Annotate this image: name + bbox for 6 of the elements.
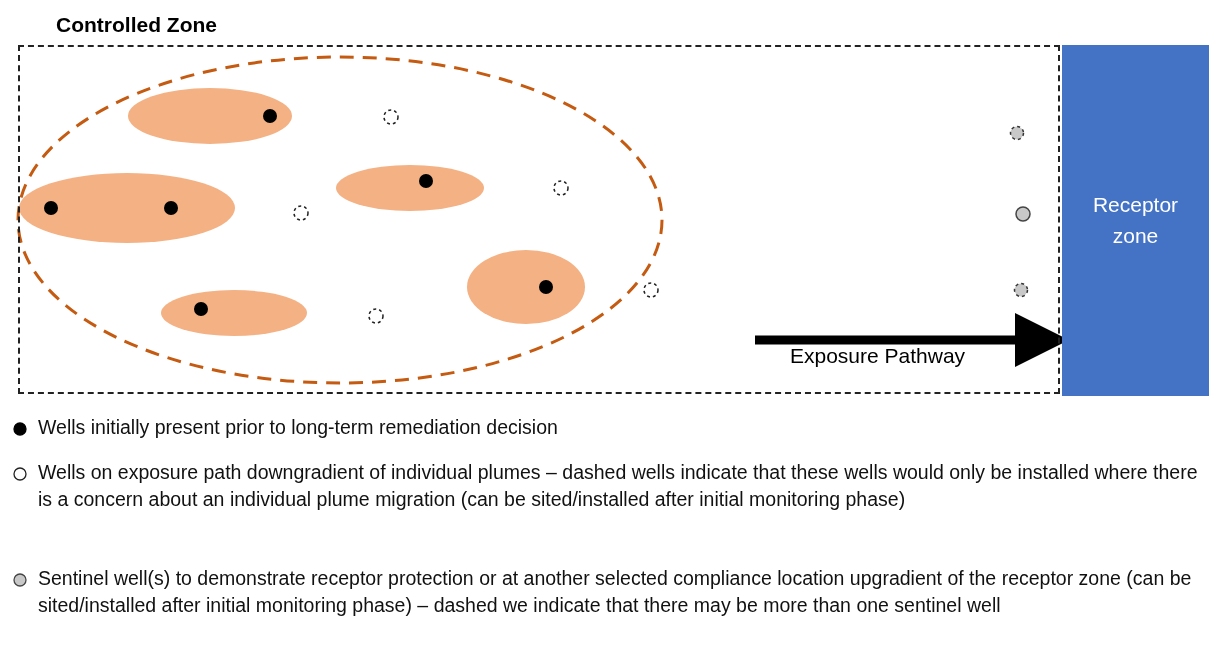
legend-text: Sentinel well(s) to demonstrate receptor protection or at another selected compliance location upgradient of the receptor zone (can be sited/installed after initial monitoring phase) – dashed we indicate that there may be more than one sentinel well <box>38 566 1193 619</box>
legend-text: Wells initially present prior to long-term remediation decision <box>38 415 559 440</box>
legend-text: Wells on exposure path downgradient of individual plumes – dashed wells indicate that these wells would only be installed where there is a concern about an individual plume migration (can be sited/installed after initial monitoring phase) <box>38 460 1199 513</box>
zone-heading: Controlled Zone <box>56 13 217 37</box>
pathway-label: Exposure Pathway <box>790 344 966 368</box>
receptor-zone-box: Receptor zone <box>1062 45 1209 396</box>
